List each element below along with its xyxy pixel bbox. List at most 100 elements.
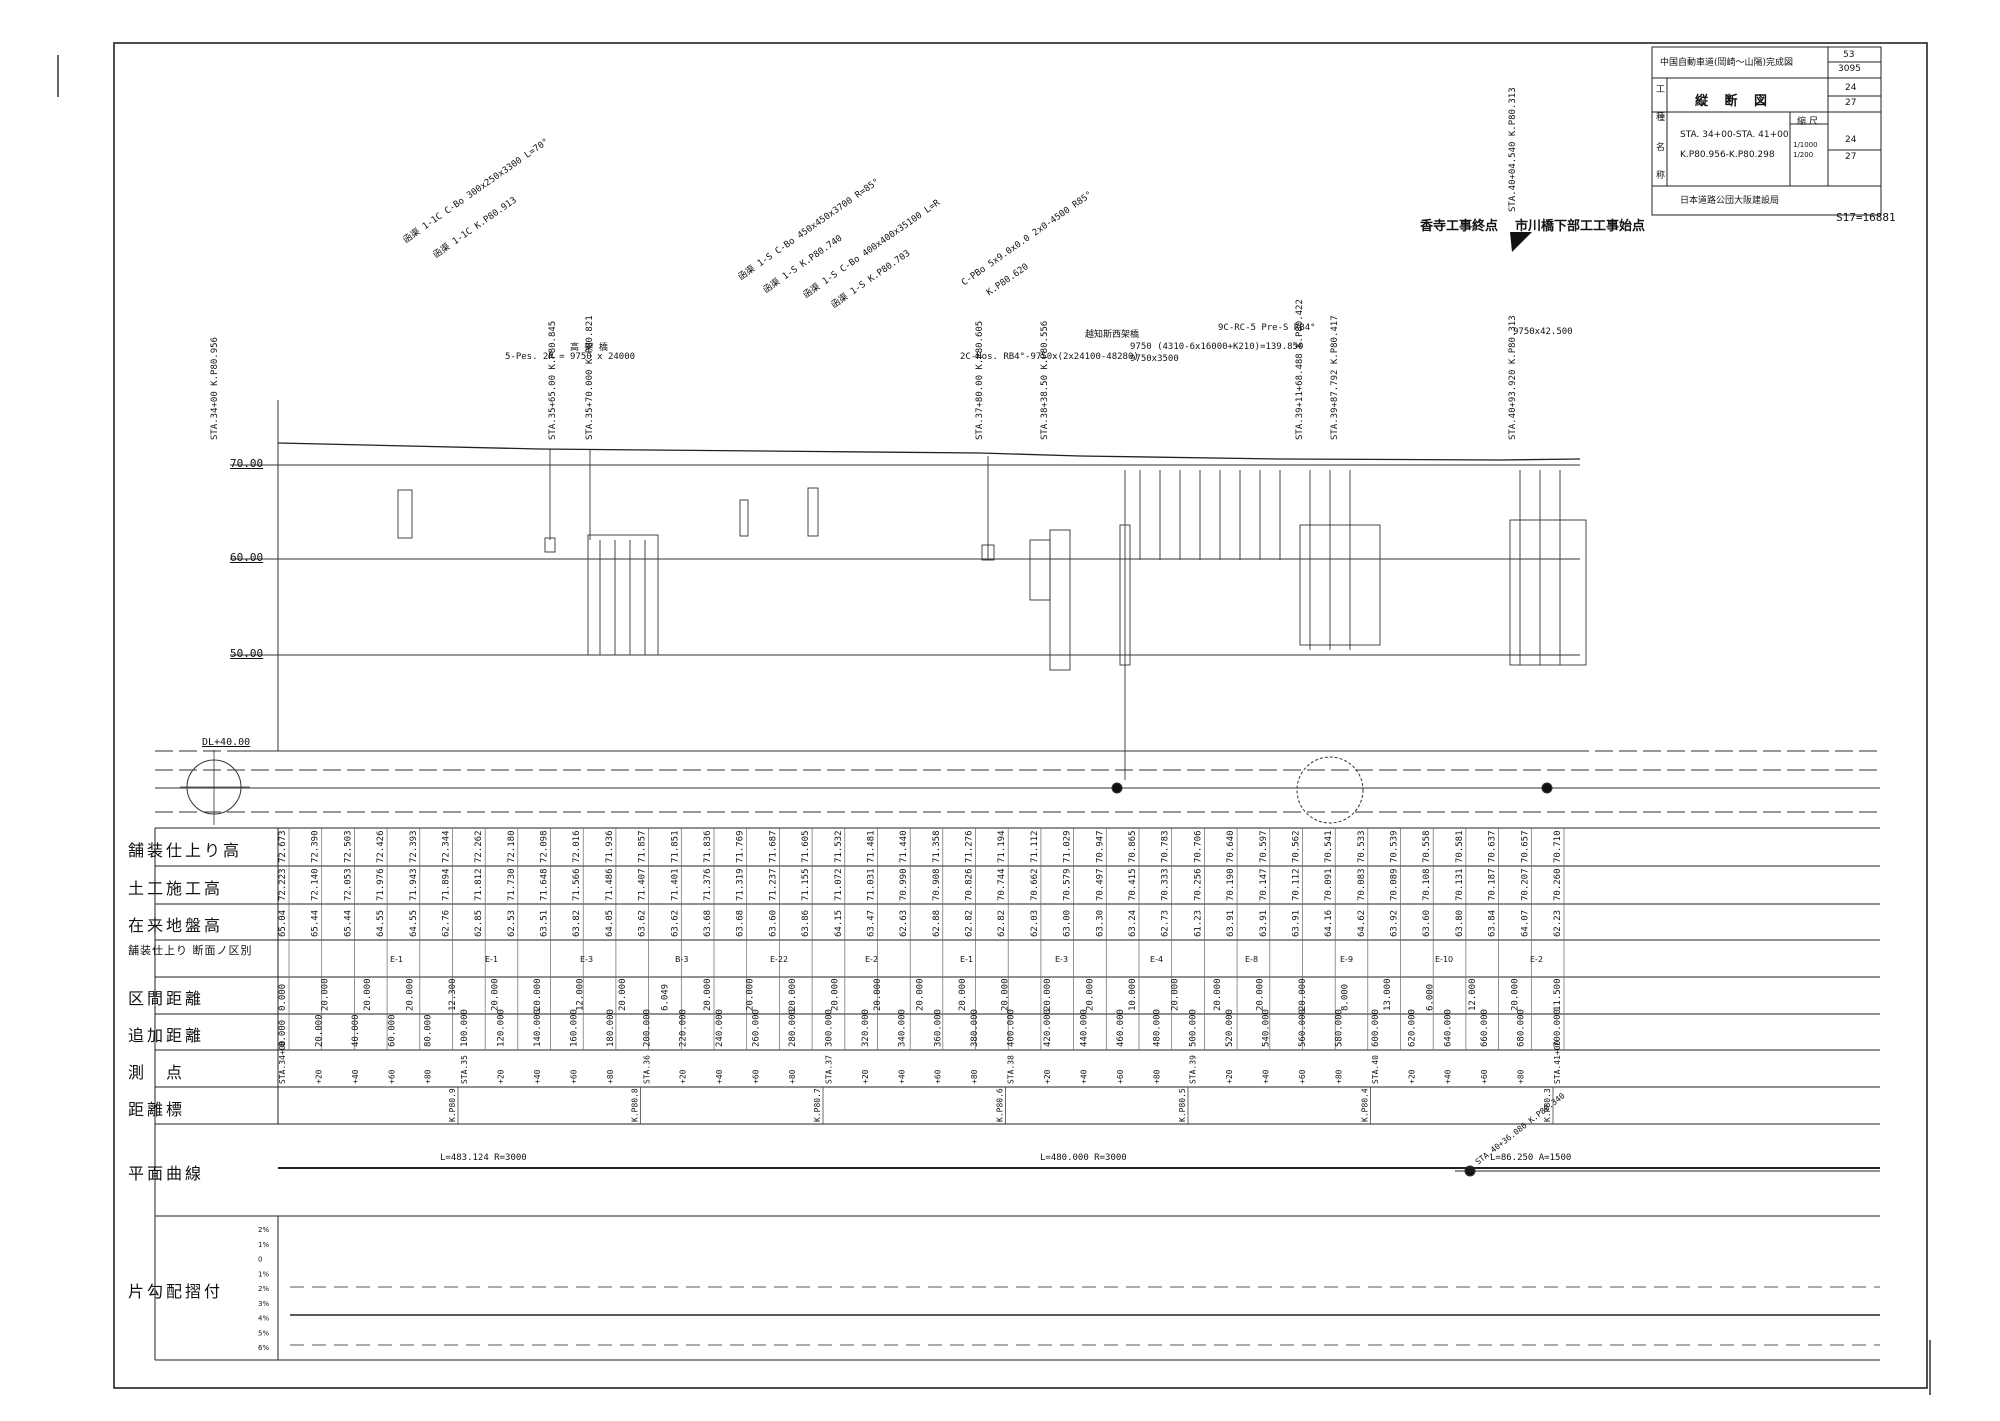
pavement-finish-value: 70.710 bbox=[1553, 830, 1563, 863]
superelevation-tick-label: 4% bbox=[258, 1315, 269, 1323]
earthwork-finish-value: 71.376 bbox=[703, 868, 713, 901]
cumulative-distance-value: 680.000 bbox=[1517, 1009, 1527, 1047]
ground-level-value: 64.05 bbox=[605, 910, 615, 937]
interval-distance-value: 12.000 bbox=[1468, 978, 1478, 1011]
row-label-interval-distance: 区間距離 bbox=[128, 989, 205, 1008]
river-bridge-spec-3: 9750x3500 bbox=[1130, 354, 1179, 364]
survey-point-value: STA.41+00 bbox=[1553, 1040, 1562, 1084]
earthwork-finish-value: 70.187 bbox=[1488, 868, 1498, 901]
pc-spec: 9C-RC-5 Pre-S RB4° bbox=[1218, 323, 1316, 333]
survey-point-value: +60 bbox=[752, 1069, 761, 1084]
earthwork-finish-value: 72.053 bbox=[343, 868, 353, 901]
project-name: 中国自動車道(岡崎〜山陽)完成図 bbox=[1660, 58, 1794, 68]
ground-level-value: 63.68 bbox=[736, 910, 746, 937]
data-table-grid bbox=[154, 827, 1880, 1361]
cumulative-distance-value: 0.000 bbox=[278, 1020, 288, 1047]
survey-point-value: +40 bbox=[897, 1069, 906, 1084]
earthwork-finish-value: 71.976 bbox=[376, 868, 386, 901]
pavement-finish-value: 71.532 bbox=[834, 830, 844, 863]
construction-end-marker: 香寺工事終点 bbox=[1420, 219, 1499, 234]
cumulative-distance-value: 20.000 bbox=[314, 1014, 324, 1047]
survey-point-value: +40 bbox=[1262, 1069, 1271, 1084]
station-range: STA. 34+00-STA. 41+00 bbox=[1680, 130, 1789, 140]
ground-level-value: 65.44 bbox=[311, 910, 321, 937]
right-spec: 9750x42.500 bbox=[1513, 327, 1573, 337]
structures bbox=[397, 449, 1587, 780]
ground-level-value: 65.44 bbox=[343, 910, 353, 937]
cumulative-distance-value: 560.000 bbox=[1298, 1009, 1308, 1047]
superelevation-tick-label: 3% bbox=[258, 1300, 269, 1308]
pavement-finish-value: 71.112 bbox=[1030, 830, 1040, 863]
interval-distance-value: 20.000 bbox=[703, 978, 713, 1011]
ground-level-value: 63.68 bbox=[703, 910, 713, 937]
ground-level-value: 64.15 bbox=[834, 910, 844, 937]
earthwork-finish-value: 71.155 bbox=[801, 868, 811, 901]
ground-level-value: 62.82 bbox=[965, 910, 975, 937]
interval-distance-value: 20.000 bbox=[1511, 978, 1521, 1011]
row-label-section-class: 舗装仕上り 断面ノ区別 bbox=[128, 944, 253, 957]
survey-point-value: +40 bbox=[1444, 1069, 1453, 1084]
row-label-pavement-finish: 舗装仕上り高 bbox=[128, 841, 243, 860]
pavement-finish-value: 72.098 bbox=[540, 830, 550, 863]
earthwork-finish-value: 71.486 bbox=[605, 868, 615, 901]
interval-distance-value: 10.000 bbox=[1128, 978, 1138, 1011]
section-class-value: E-8 bbox=[1245, 955, 1258, 964]
earthwork-finish-value: 70.333 bbox=[1161, 868, 1171, 901]
cumulative-distance-value: 520.000 bbox=[1225, 1009, 1235, 1047]
overpass-name: 高 架 橋 bbox=[570, 343, 608, 353]
interval-distance-value: 20.000 bbox=[1001, 978, 1011, 1011]
drawing-number: S17=16881 bbox=[1836, 211, 1896, 224]
scale-horizontal: 1/1000 bbox=[1793, 141, 1818, 149]
pavement-finish-value: 70.541 bbox=[1324, 830, 1334, 863]
cumulative-distance-value: 240.000 bbox=[715, 1009, 725, 1047]
pavement-finish-value: 71.029 bbox=[1063, 830, 1073, 863]
section-class-value: E-1 bbox=[485, 955, 498, 964]
ground-level-value: 63.92 bbox=[1390, 910, 1400, 937]
pavement-finish-value: 71.605 bbox=[801, 830, 811, 863]
marker-triangle-icon bbox=[1510, 232, 1532, 252]
section-class-value: E-2 bbox=[1530, 955, 1543, 964]
survey-point-value: +80 bbox=[1334, 1069, 1343, 1084]
earthwork-finish-value: 71.730 bbox=[507, 868, 517, 901]
row-label-plan-curve: 平面曲線 bbox=[128, 1164, 205, 1183]
distance-marker-value: K.P80.7 bbox=[813, 1088, 822, 1122]
earthwork-finish-value: 70.083 bbox=[1357, 868, 1367, 901]
pavement-finish-value: 71.194 bbox=[997, 830, 1007, 863]
cumulative-distance-value: 180.000 bbox=[606, 1009, 616, 1047]
pavement-finish-value: 70.533 bbox=[1357, 830, 1367, 863]
earthwork-finish-value: 71.648 bbox=[540, 868, 550, 901]
earthwork-finish-value: 71.894 bbox=[442, 868, 452, 901]
earthwork-finish-value: 70.579 bbox=[1063, 868, 1073, 901]
superelevation-tick-label: 6% bbox=[258, 1344, 269, 1352]
survey-point-value: STA.39 bbox=[1189, 1055, 1198, 1084]
pavement-finish-value: 71.836 bbox=[703, 830, 713, 863]
survey-point-value: STA.38 bbox=[1007, 1055, 1016, 1084]
earthwork-finish-value: 70.497 bbox=[1095, 868, 1105, 901]
row-label-distance-marker: 距離標 bbox=[128, 1100, 186, 1119]
river-bridge-spec-2: 9750 (4310-6x16000+K210)=139.850 bbox=[1130, 342, 1304, 352]
section-class-value: E-22 bbox=[770, 955, 788, 964]
pavement-finish-value: 70.539 bbox=[1390, 830, 1400, 863]
ground-level-value: 63.24 bbox=[1128, 910, 1138, 937]
superelevation-tick-label: 2% bbox=[258, 1226, 269, 1234]
survey-point-value: +60 bbox=[1480, 1069, 1489, 1084]
ground-level-value: 63.51 bbox=[540, 910, 550, 937]
curve-segment-label: L=86.250 A=1500 bbox=[1490, 1153, 1571, 1163]
ground-level-value: 63.00 bbox=[1063, 910, 1073, 937]
elevation-grid bbox=[230, 464, 1580, 752]
survey-point-value: +60 bbox=[387, 1069, 396, 1084]
interval-distance-value: 20.000 bbox=[1256, 978, 1266, 1011]
curve-segment-label: L=483.124 R=3000 bbox=[440, 1153, 527, 1163]
interval-distance-value: 11.500 bbox=[1553, 978, 1563, 1011]
interval-distance-value: 6.049 bbox=[661, 984, 671, 1011]
pavement-finish-value: 71.687 bbox=[768, 830, 778, 863]
title-index-bottom: 27 bbox=[1845, 98, 1857, 108]
pavement-finish-value: 70.947 bbox=[1095, 830, 1105, 863]
interval-distance-value: 20.000 bbox=[618, 978, 628, 1011]
cumulative-distance-value: 100.000 bbox=[460, 1009, 470, 1047]
distance-marker-value: K.P80.3 bbox=[1543, 1088, 1552, 1122]
pavement-finish-value: 72.390 bbox=[311, 830, 321, 863]
ground-level-value: 63.82 bbox=[572, 910, 582, 937]
earthwork-finish-value: 70.260 bbox=[1553, 868, 1563, 901]
